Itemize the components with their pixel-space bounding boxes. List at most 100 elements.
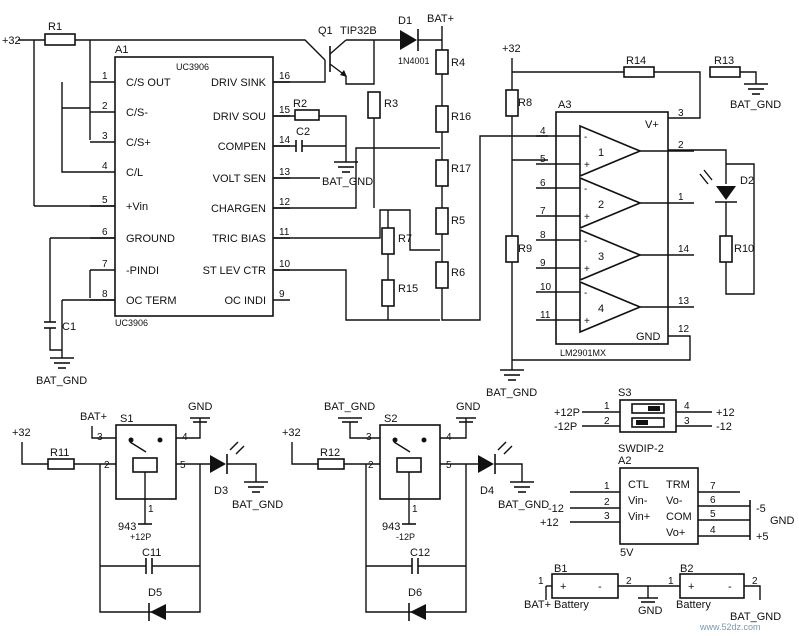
- pin-s3-1: 1: [604, 401, 610, 412]
- uc3906-pin-11: 11: [279, 227, 290, 238]
- pin-a2-3: 3: [604, 511, 610, 522]
- uc3906-pin-name: C/S+: [126, 137, 151, 149]
- resistor-r13: [709, 66, 741, 78]
- label-c11: C11: [142, 547, 161, 559]
- net-label-batgnd-h: BAT_GND: [730, 611, 781, 623]
- minus-sign: -: [584, 236, 587, 247]
- uc3906-pin-name: DRIV SOU: [213, 111, 266, 123]
- divider-chain: R4 R16 R17 R5 R6: [435, 40, 548, 321]
- uc3906-pin-name: ST LEV CTR: [203, 265, 266, 277]
- pin-s1-4: 4: [182, 432, 188, 443]
- pin-s2-3: 3: [366, 432, 372, 443]
- a2-vo-plus: Vo+: [666, 527, 685, 539]
- uc3906-pin-name: +Vin: [126, 201, 148, 213]
- label-swdip2: SWDIP-2: [618, 443, 664, 455]
- label-u3-gnd: GND: [636, 331, 661, 343]
- lm2901-pin-8: 8: [540, 230, 546, 241]
- pin-s3-3: 3: [684, 416, 690, 427]
- label-r14: R14: [626, 55, 646, 67]
- label-r17: R17: [451, 163, 471, 175]
- led-d4: D4: [478, 441, 513, 497]
- ground-symbol-s2-right: [456, 417, 476, 423]
- label-b2: B2: [680, 563, 693, 575]
- lm2901-pin-12: 12: [678, 324, 690, 335]
- label-r8: R8: [518, 97, 532, 109]
- uc3906-pin-name: C/L: [126, 167, 143, 179]
- label-vplus: V+: [645, 119, 659, 131]
- minus-sign: -: [584, 184, 587, 195]
- switch-s1-section: +32 R11 S1 BAT+ 3 4 GND 2 5 D3: [12, 401, 283, 621]
- ground-symbol-r13: [744, 83, 768, 95]
- resistor-r16: [435, 105, 449, 133]
- lm2901-pin-13: 13: [678, 296, 690, 307]
- ground-symbol-s1: [190, 417, 210, 423]
- net-label-plus5: +5: [756, 531, 769, 543]
- label-s3: S3: [618, 387, 631, 399]
- diode-d1: D1 1N4001: [398, 15, 430, 66]
- net-label-minus12p: -12P: [396, 532, 415, 542]
- resistor-r7: [381, 227, 395, 255]
- uc3906-pin-name: C/S OUT: [126, 77, 171, 89]
- resistor-r1: [44, 33, 76, 46]
- net-label-gnd-b: GND: [456, 401, 481, 413]
- net-label-minus5: -5: [756, 503, 766, 515]
- lm2901-pin-3: 3: [678, 108, 684, 119]
- plus-sign: +: [584, 212, 590, 223]
- plus-sign: +: [584, 264, 590, 275]
- pin-a2-5: 5: [710, 509, 716, 520]
- label-r1: R1: [48, 21, 62, 33]
- uc3906-pin-16: 16: [279, 71, 291, 82]
- pin-s2-2: 2: [368, 460, 374, 471]
- comparator-2: [579, 176, 643, 230]
- resistor-r11: [47, 458, 75, 470]
- label-r2: R2: [293, 98, 307, 110]
- resistor-r2: [294, 109, 320, 121]
- net-label-gnd-d: GND: [638, 605, 663, 617]
- uc3906-pin-name: OC TERM: [126, 295, 177, 307]
- label-c12: C12: [410, 547, 430, 559]
- uc3906-pin-name: C/S-: [126, 107, 148, 119]
- resistor-r15: [381, 279, 395, 307]
- comparator-label: 3: [598, 251, 604, 263]
- pin-s1-5: 5: [180, 460, 186, 471]
- resistor-r12: [317, 458, 345, 470]
- battery-b2: [679, 573, 745, 599]
- comparator-4: [579, 280, 643, 334]
- uc3906-pin-name: OC INDI: [224, 295, 266, 307]
- b2-minus: -: [728, 581, 732, 593]
- top-rail: +32 R1 Q1 TIP32B D1 1N4001 BAT+: [2, 13, 454, 206]
- lm2901-wiring: +32 R8 R9 BAT_GND R14 R13 BAT_GND: [486, 43, 781, 399]
- ground-symbol-batt: [638, 597, 658, 603]
- ground-symbol-s2-left: [338, 417, 362, 423]
- pin-b2-2: 2: [752, 576, 758, 587]
- label-s1: S1: [120, 413, 133, 425]
- comparator-label: 2: [598, 199, 604, 211]
- diode-d5: D5: [148, 587, 166, 621]
- resistor-r14: [623, 66, 655, 78]
- net-label-batplus-s1: BAT+: [80, 411, 107, 423]
- switch-s2-section: +32 R12 S2 BAT_GND 3 4 GND 2 5: [282, 401, 549, 621]
- watermark-text: www.52dz.com: [699, 622, 761, 632]
- label-r5: R5: [451, 215, 465, 227]
- label-r13: R13: [714, 55, 734, 67]
- label-d3: D3: [214, 485, 228, 497]
- pin-a2-1: 1: [604, 481, 610, 492]
- b1-plus: +: [560, 581, 566, 593]
- pin-a2-2: 2: [604, 497, 610, 508]
- label-r16: R16: [451, 111, 471, 123]
- pin-b1-2: 2: [626, 576, 632, 587]
- label-b1: B1: [554, 563, 567, 575]
- label-r11: R11: [50, 447, 69, 459]
- label-a3: A3: [558, 99, 571, 111]
- pin-s2-5: 5: [446, 460, 452, 471]
- lm2901-pin-7: 7: [540, 206, 546, 217]
- uc3906-pin-name: COMPEN: [218, 141, 266, 153]
- label-d5: D5: [148, 587, 162, 599]
- label-r4: R4: [451, 57, 465, 69]
- pin-s2-1: 1: [412, 504, 418, 515]
- net-label-s3-plus12p: +12P: [554, 407, 580, 419]
- pin-s1-2: 2: [104, 460, 110, 471]
- uc3906-right-wiring: R2 C2 BAT_GND R3 R7 R15: [273, 60, 440, 321]
- resistor-r17: [435, 159, 449, 187]
